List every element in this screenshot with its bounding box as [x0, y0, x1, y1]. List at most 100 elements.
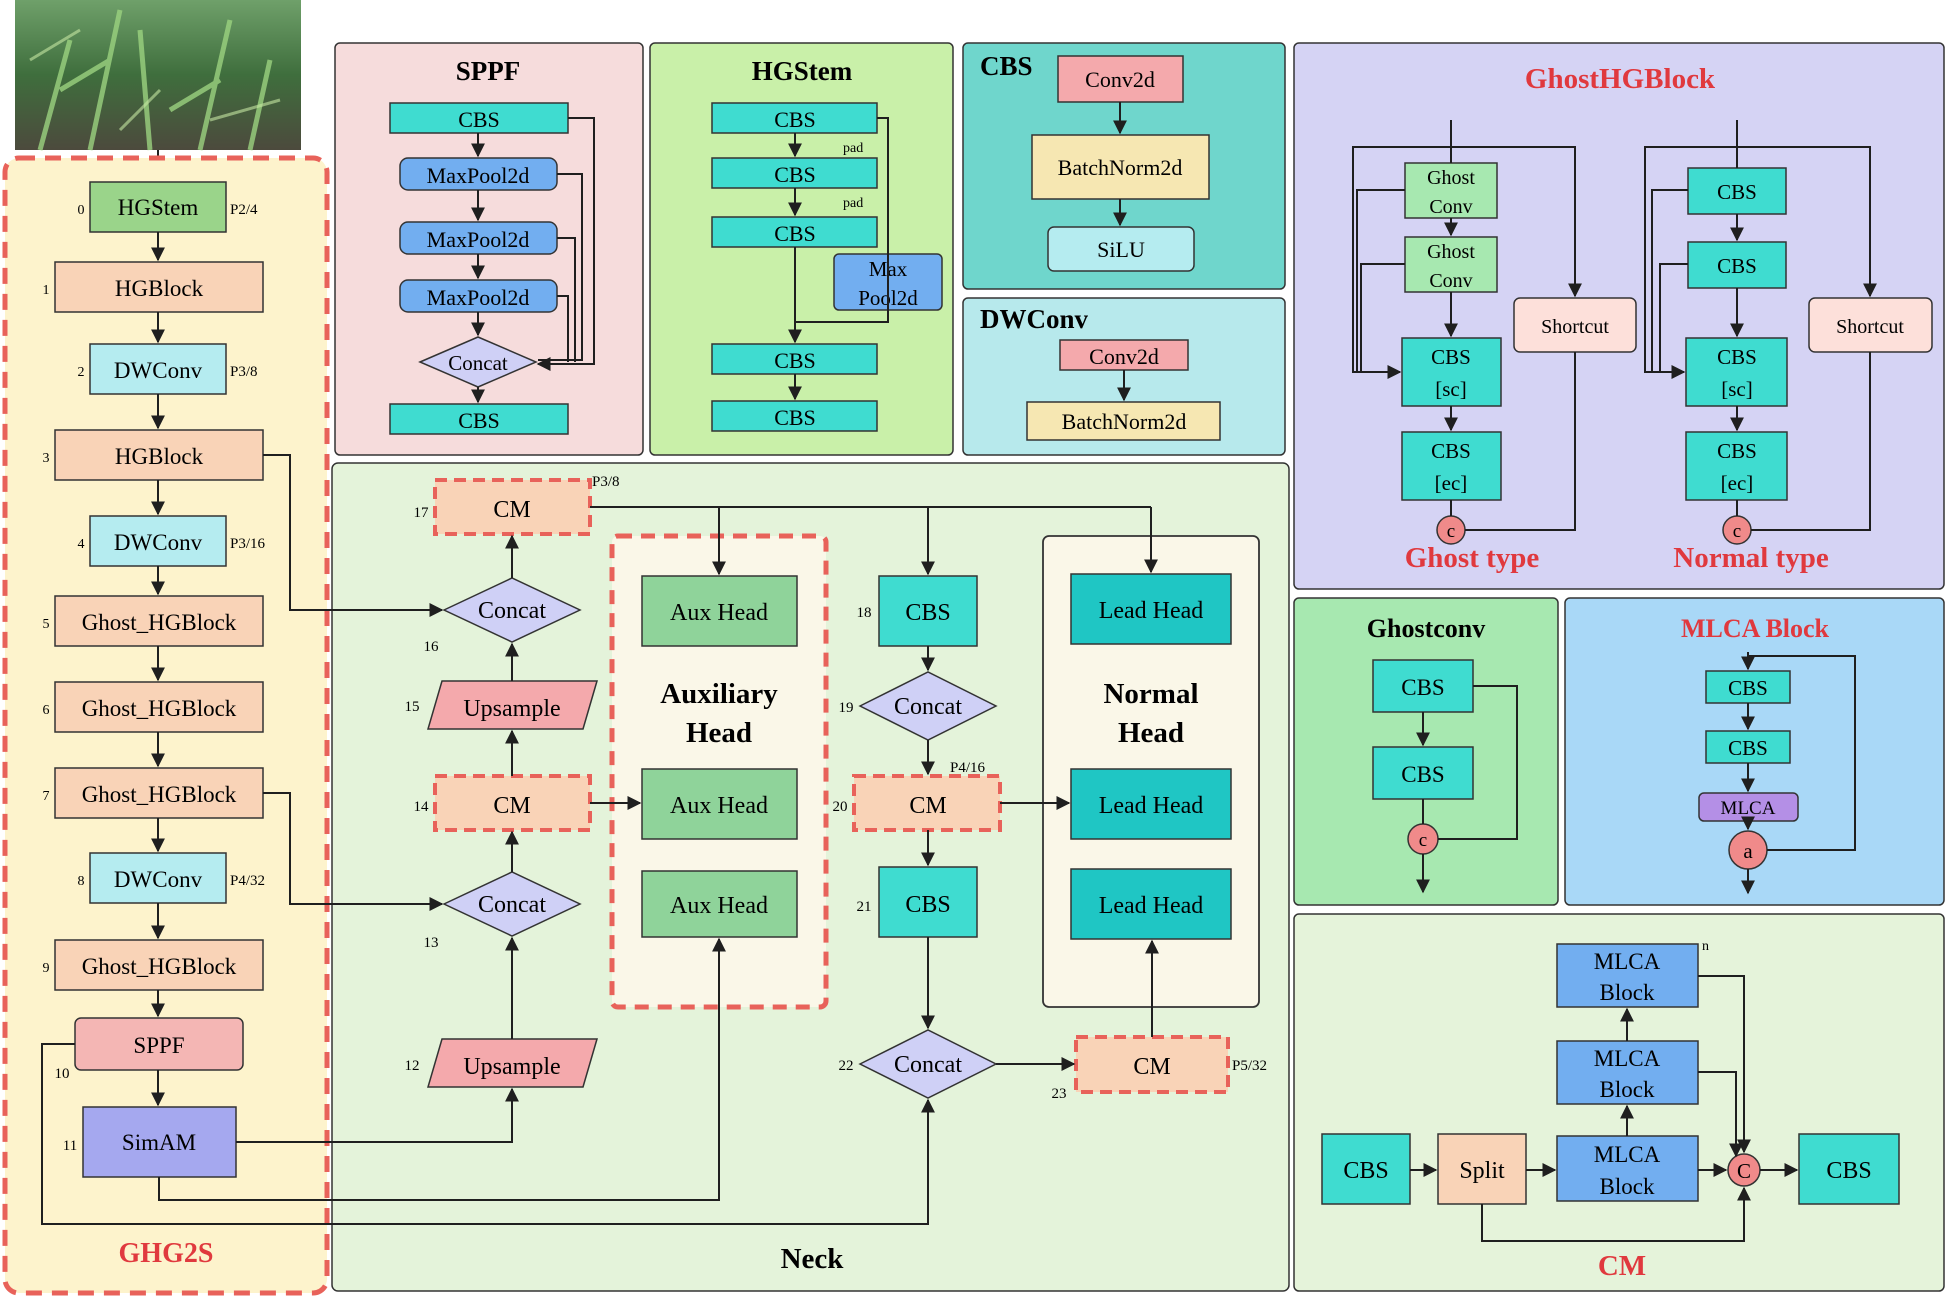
backbone-title: GHG2S: [119, 1238, 214, 1269]
dwconv-conv-label: Conv2d: [1089, 344, 1159, 369]
backbone-ghost-hgblock: [54, 595, 264, 647]
ghost-shortcut-label: Shortcut: [1541, 316, 1609, 338]
ghost-conv-block: [1404, 236, 1498, 293]
ghostconv-cbs-label: CBS: [1401, 675, 1444, 700]
ghostconv-cbs-label: CBS: [1401, 762, 1444, 787]
normal-cbs-ec: [1685, 431, 1788, 501]
backbone-idx: 3: [43, 451, 50, 466]
cm-cbs-label: CBS: [1343, 1158, 1388, 1184]
neck-concat-label: Concat: [478, 892, 546, 918]
dwconv-title: DWConv: [980, 304, 1089, 334]
ghost-conv-label: Ghost: [1427, 241, 1475, 263]
neck-idx: 14: [414, 799, 430, 815]
neck-concat-label: Concat: [478, 598, 546, 624]
lead-head-2: [1070, 768, 1232, 840]
cbs-panel: CBS Conv2d BatchNorm2d SiLU: [962, 42, 1286, 290]
neck-concat-19: [858, 671, 998, 741]
normal-type-label: Normal type: [1673, 542, 1829, 574]
ghost-conv-label: Ghost: [1427, 167, 1475, 189]
neck-upsample-12: [427, 1038, 598, 1088]
cm-mlca-block: [1556, 943, 1699, 1008]
ghost-cbs-ec: [1401, 431, 1502, 501]
mlca-cbs-label: CBS: [1728, 676, 1768, 700]
neck-idx: 16: [424, 639, 440, 655]
backbone-idx: 5: [43, 617, 50, 632]
neck-cbs-18: [878, 575, 978, 647]
neck-idx: 15: [405, 699, 420, 715]
normal-head-title: Head: [1118, 717, 1184, 749]
cm-panel: CM CBS Split MLCA Block n MLCA Block MLC…: [1293, 913, 1945, 1292]
cm-c-label: C: [1737, 1159, 1751, 1183]
cbs-silu: [1047, 226, 1195, 272]
hgstem-cbs: [711, 343, 878, 375]
backbone-scale: P3/8: [230, 364, 258, 380]
neck-cbs-label: CBS: [905, 600, 950, 626]
sppf-concat: [418, 336, 538, 388]
cm-cbs-out: [1798, 1133, 1900, 1205]
sppf-concat-label: Concat: [448, 351, 508, 375]
ghostconv-c-label: c: [1419, 830, 1427, 851]
aux-head-2: [641, 768, 798, 840]
aux-head-label: Aux Head: [670, 893, 768, 919]
neck-scale: P4/16: [950, 760, 986, 776]
ghost-cbs-label: CBS: [1431, 345, 1471, 369]
normal-c-label: c: [1733, 521, 1741, 542]
cm-mlca-label: Block: [1600, 1174, 1655, 1199]
cbs-bn-label: BatchNorm2d: [1058, 155, 1183, 180]
ghostconv-panel: Ghostconv CBS CBS c: [1293, 597, 1559, 906]
backbone-label: Ghost_HGBlock: [82, 610, 237, 635]
ghost-c-label: c: [1447, 521, 1455, 542]
cm-mlca-block: [1556, 1040, 1699, 1105]
ghosthg-panel: GhostHGBlock Ghost Conv Ghost Conv CBS […: [1293, 42, 1945, 590]
neck-upsample-label: Upsample: [463, 1054, 560, 1080]
neck-connections: [41, 454, 1159, 1225]
backbone-simam: [82, 1106, 237, 1178]
neck-cbs-21: [878, 866, 978, 938]
neck-idx: 18: [857, 605, 872, 621]
hgstem-pad: pad: [843, 196, 863, 211]
backbone-idx: 11: [63, 1138, 77, 1154]
backbone-scale: P2/4: [230, 202, 258, 218]
hgstem-pad: pad: [843, 141, 863, 156]
normal-cbs-label: CBS: [1717, 180, 1757, 204]
cbs-silu-label: SiLU: [1097, 237, 1145, 262]
aux-head-title: Auxiliary: [660, 678, 778, 710]
backbone-idx: 10: [55, 1066, 70, 1082]
neck-idx: 23: [1052, 1086, 1067, 1102]
backbone-label: HGStem: [118, 195, 199, 220]
backbone-hgblock: [54, 429, 264, 481]
ghost-cbs-label: CBS: [1431, 439, 1471, 463]
backbone-idx: 9: [43, 961, 50, 976]
neck-scale: P3/8: [592, 474, 620, 490]
hgstem-title: HGStem: [752, 56, 853, 86]
lead-head-label: Lead Head: [1099, 893, 1204, 919]
lead-head-3: [1070, 868, 1232, 940]
aux-head-3: [641, 870, 798, 938]
backbone-label: Ghost_HGBlock: [82, 782, 237, 807]
sppf-cbs-top: [389, 102, 569, 134]
backbone-dwconv: [89, 852, 227, 904]
backbone-scale: P4/32: [230, 873, 265, 889]
lead-head-1: [1070, 573, 1232, 645]
neck-idx: 19: [839, 700, 854, 716]
backbone-label: DWConv: [114, 867, 203, 892]
ghost-conv-block: [1404, 162, 1498, 219]
hgstem-cbs-label: CBS: [774, 221, 816, 246]
cm-mlca-label: Block: [1600, 1077, 1655, 1102]
backbone-label: DWConv: [114, 530, 203, 555]
backbone-idx: 1: [43, 283, 50, 298]
ghost-conv-label: Conv: [1429, 196, 1472, 218]
cm-mlca-label: Block: [1600, 980, 1655, 1005]
cm-title: CM: [1598, 1250, 1646, 1282]
normal-cbs-label: CBS: [1717, 254, 1757, 278]
neck-concat-label: Concat: [894, 1052, 962, 1078]
backbone-idx: 6: [43, 703, 50, 718]
ghost-type-label: Ghost type: [1405, 542, 1540, 574]
mlca-cbs-label: CBS: [1728, 736, 1768, 760]
mlca-attention-label: MLCA: [1721, 798, 1776, 819]
backbone-label: SPPF: [133, 1033, 184, 1058]
sppf-maxpool-label: MaxPool2d: [427, 285, 530, 310]
neck-cm-label: CM: [1133, 1054, 1170, 1080]
neck-title: Neck: [781, 1243, 845, 1275]
